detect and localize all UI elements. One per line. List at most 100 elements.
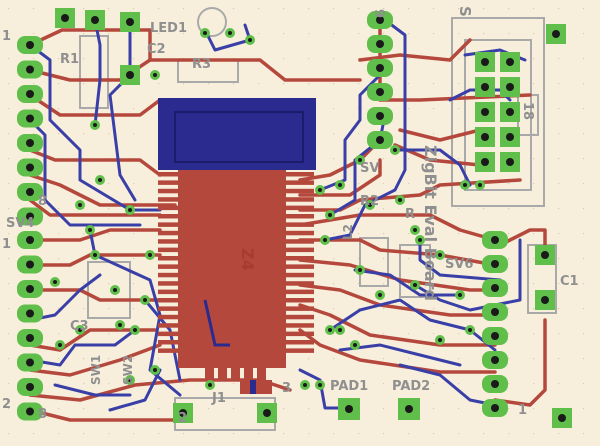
- c2-pad[interactable]: [120, 65, 140, 85]
- label-sv6: SV6: [445, 257, 473, 272]
- via: [95, 175, 105, 185]
- via: [90, 120, 100, 130]
- label-r3: R3: [192, 57, 211, 72]
- sv6-pin[interactable]: [482, 375, 508, 393]
- chip-pin-right: [284, 348, 314, 353]
- sv6-pin[interactable]: [482, 303, 508, 321]
- connector-pin[interactable]: [475, 152, 495, 172]
- sv6-pin[interactable]: [482, 351, 508, 369]
- chip-pin-right: [284, 230, 314, 236]
- via: [320, 235, 330, 245]
- sv4-pin[interactable]: [17, 255, 43, 274]
- label-l2: L2: [341, 224, 355, 240]
- chip-pin-right: [284, 314, 314, 320]
- via: [150, 70, 160, 80]
- label-pin8: 8: [38, 194, 47, 209]
- label-r1: R1: [60, 52, 79, 67]
- via: [85, 225, 95, 235]
- chip-pin-left: [158, 180, 180, 185]
- sv6-pin[interactable]: [482, 255, 508, 273]
- sv4-pin[interactable]: [17, 378, 43, 396]
- header-inner-outline: [464, 39, 532, 191]
- chip-pin-right: [284, 222, 314, 227]
- via: [140, 295, 150, 305]
- connector-pin[interactable]: [500, 152, 520, 172]
- label-pad1: PAD1: [330, 379, 368, 394]
- header-left-top-pin[interactable]: [17, 158, 43, 177]
- c2-pad[interactable]: [120, 12, 140, 32]
- sv4-pin[interactable]: [17, 402, 43, 421]
- chip-pin-right: [284, 172, 314, 177]
- via: [460, 180, 470, 190]
- header-left-top-pin[interactable]: [17, 207, 43, 226]
- chip-pin-right: [284, 180, 314, 185]
- connector-pin[interactable]: [475, 77, 495, 97]
- chip-pin-left: [158, 289, 180, 295]
- sv-top-pin[interactable]: [367, 11, 393, 29]
- label-led1: LED1: [150, 21, 187, 36]
- sv4-pin[interactable]: [17, 231, 43, 249]
- led-pad[interactable]: [85, 10, 105, 30]
- label-board-name: ZigBit Eval Board: [421, 145, 440, 301]
- pad1-hole: [345, 405, 353, 413]
- chip-bottom-fingers: [205, 345, 266, 380]
- sv-top-pin[interactable]: [367, 59, 393, 77]
- chip-pin-right: [284, 239, 314, 244]
- sv-top-pin[interactable]: [367, 35, 393, 53]
- label-c3: C3: [70, 319, 89, 334]
- connector-pin[interactable]: [475, 102, 495, 122]
- label-sw2: SW2: [121, 355, 135, 385]
- connector-pin[interactable]: [500, 102, 520, 122]
- via: [300, 380, 310, 390]
- sv6-pin[interactable]: [482, 231, 508, 249]
- chip-pin-right: [284, 331, 314, 337]
- top-traces: [28, 18, 547, 422]
- header-left-top-pin[interactable]: [17, 60, 43, 79]
- sv6-pin[interactable]: [482, 399, 508, 417]
- header-left-top-pin[interactable]: [17, 85, 43, 103]
- via: [465, 325, 475, 335]
- via: [145, 250, 155, 260]
- via: [55, 340, 65, 350]
- sv4-pin[interactable]: [17, 353, 43, 372]
- pad2-hole: [405, 405, 413, 413]
- sv4-pin[interactable]: [17, 329, 43, 347]
- label-r2: R2: [360, 194, 379, 209]
- j1-pad[interactable]: [257, 403, 277, 423]
- label-pin8-bottom: 8: [38, 407, 47, 422]
- c1-pad[interactable]: [535, 290, 555, 310]
- chip-pin-left: [158, 314, 180, 320]
- chip-pin-right: [284, 214, 314, 219]
- label-c1: C1: [560, 274, 579, 289]
- sv4-pin[interactable]: [17, 280, 43, 298]
- via: [110, 285, 120, 295]
- sv6-pin[interactable]: [482, 327, 508, 345]
- sv4-pin[interactable]: [17, 304, 43, 323]
- sv-top-pin[interactable]: [367, 107, 393, 125]
- header-left-top-pin[interactable]: [17, 109, 43, 128]
- via: [365, 200, 375, 210]
- chip-pin-right: [284, 306, 314, 311]
- chip-pin-left: [158, 256, 180, 261]
- c1-pad[interactable]: [535, 245, 555, 265]
- label-sv: SV: [360, 161, 379, 176]
- connector-pin[interactable]: [475, 52, 495, 72]
- header-left-top-pin[interactable]: [17, 183, 43, 201]
- j1-pad[interactable]: [173, 403, 193, 423]
- sv-top-pin[interactable]: [367, 131, 393, 149]
- via: [355, 265, 365, 275]
- connector-pin[interactable]: [500, 127, 520, 147]
- l2-outline: [399, 244, 431, 298]
- zigbit-antenna-area: [158, 98, 316, 170]
- connector-pin[interactable]: [500, 77, 520, 97]
- sv6-pin[interactable]: [482, 279, 508, 297]
- sv-top-pin[interactable]: [367, 83, 393, 101]
- connector-pin[interactable]: [500, 52, 520, 72]
- via: [315, 185, 325, 195]
- mount-hole-br-drill: [558, 414, 566, 422]
- header-left-top-pin[interactable]: [17, 36, 43, 54]
- connector-pin[interactable]: [475, 127, 495, 147]
- header-left-top-pin[interactable]: [17, 134, 43, 152]
